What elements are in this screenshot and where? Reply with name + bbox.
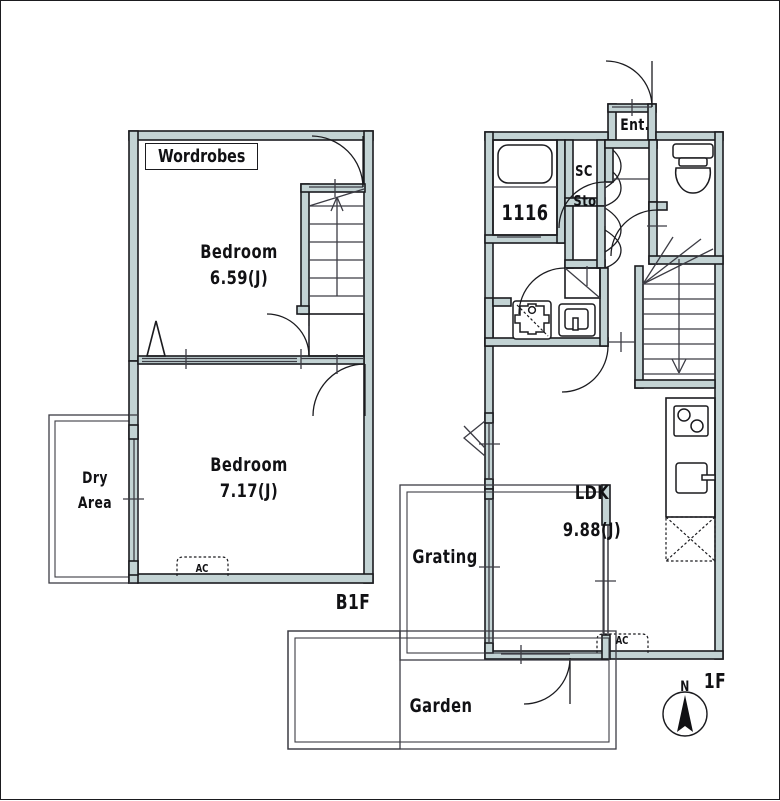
f1-door-hall	[558, 181, 606, 229]
floor-tag-b1f: B1F	[335, 590, 371, 614]
f1-staircase	[634, 236, 716, 389]
b1f-ac-unit	[176, 556, 229, 576]
entrance-label: Ent.	[620, 115, 650, 134]
storage-label: Sto	[573, 192, 597, 210]
b1f-door-bedroom-lower	[312, 354, 366, 417]
b1f-window-dry-area	[123, 414, 144, 584]
bedroom-upper-name: Bedroom	[200, 241, 278, 263]
wardrobes-label-box: Wordrobes	[145, 143, 258, 170]
f1-ac-label: AC	[615, 634, 629, 647]
bedroom-upper-area: 6.59(J)	[209, 267, 269, 289]
f1-garden	[287, 630, 617, 750]
wardrobes-label: Wordrobes	[157, 146, 246, 167]
b1f-middle-partition	[137, 349, 365, 369]
ldk-name: LDK	[574, 482, 610, 504]
b1f-door-bedroom-upper	[309, 135, 364, 197]
garden-label: Garden	[409, 695, 473, 717]
b1f-staircase	[296, 183, 366, 357]
f1-window-ldk-lower	[479, 488, 500, 654]
f1-grating	[399, 484, 616, 661]
ldk-area: 9.88(J)	[562, 519, 622, 541]
f1-storage	[564, 205, 622, 269]
bathroom-size-label: 1116	[501, 201, 549, 225]
dry-area-label-line2: Area	[77, 493, 113, 512]
b1f-ac-label: AC	[195, 562, 209, 575]
bedroom-lower-name: Bedroom	[210, 454, 288, 476]
f1-garden-door	[501, 645, 571, 705]
f1-entrance-porch	[605, 60, 657, 141]
floor-tag-1f: 1F	[703, 669, 727, 693]
f1-bathroom	[484, 139, 566, 244]
f1-window-ldk-upper	[462, 412, 500, 490]
b1f-vent-triangle	[145, 320, 167, 357]
grating-label: Grating	[412, 546, 478, 568]
compass-north-label: N	[680, 679, 690, 695]
f1-door-ldk	[561, 332, 635, 393]
f1-washroom	[484, 266, 609, 347]
dry-area-label-line1: Dry	[82, 468, 108, 487]
compass-north-icon	[662, 691, 708, 737]
shoe-closet-label: SC	[575, 162, 593, 180]
f1-toilet	[610, 139, 724, 265]
f1-kitchen	[665, 397, 716, 562]
bedroom-lower-area: 7.17(J)	[219, 480, 279, 502]
b1f-door-closet	[266, 313, 310, 357]
